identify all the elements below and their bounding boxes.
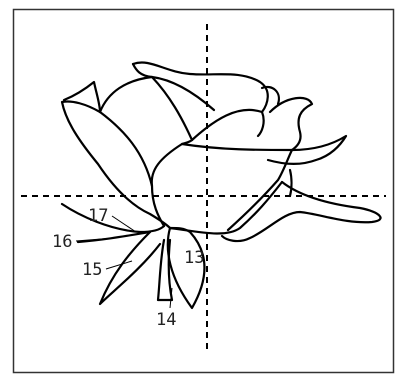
right-petal-upper [262,87,279,104]
bud-right-contour [170,182,282,233]
inner-petal-fold [152,77,214,110]
left-outer-petal [62,101,170,228]
sepal-14 [158,240,172,300]
right-sepal [222,182,381,241]
right-petal-outer [270,98,312,150]
label-14: 14 [156,310,176,330]
left-petal-tip [64,82,100,112]
bud-body [152,140,192,186]
top-petal-fold [133,64,152,77]
sepal-17 [62,204,164,232]
label-17: 17 [88,206,108,226]
label-15: 15 [82,260,102,280]
top-petal [133,63,268,112]
sepal-16 [78,232,150,242]
sepal-13 [168,228,205,308]
label-16: 16 [52,232,72,252]
right-sepal-stem [290,170,292,196]
label-13: 13 [184,248,204,268]
frame-border [14,10,394,373]
inner-petal-center [192,110,264,140]
